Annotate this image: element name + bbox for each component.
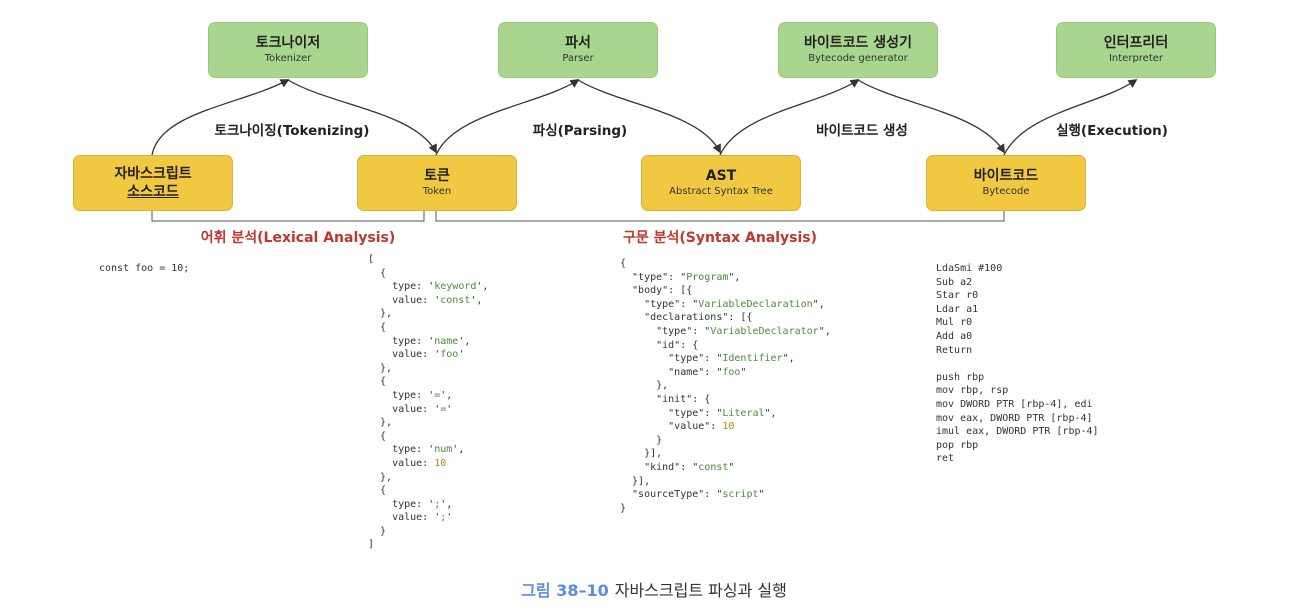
interpreter-box: 인터프리터 Interpreter [1056,22,1216,78]
arrow-bytecode-to-interpreter [1003,78,1138,156]
ast-init-type: Literal [722,407,765,419]
bytecode-line: Ldar a1 [936,303,979,315]
bytecode-line: Return [936,344,973,356]
bytecode-line: Mul r0 [936,317,973,329]
token-label: 토큰 [424,168,450,184]
arrow-tokenizer-to-token [287,79,437,154]
assembly-line: ret [936,453,955,465]
token-type: num [434,444,453,456]
js-source-code-label-2: 소스코드 [127,184,179,200]
figure-number: 그림 38–10 [521,581,609,600]
interpreter-label: 인터프리터 [1103,35,1169,51]
bytecode-label: 바이트코드 [973,168,1039,184]
parser-box: 파서 Parser [498,22,658,78]
lexical-bracket [151,211,425,222]
assembly-line: mov DWORD PTR [rbp-4], edi [936,398,1093,410]
bytecode-generator-box: 바이트코드 생성기 Bytecode generator [778,22,938,78]
bytecode-line: Sub a2 [936,276,973,288]
figure-title: 자바스크립트 파싱과 실행 [614,581,787,600]
arrow-token-to-parser [435,79,580,156]
token-value: foo [440,349,459,361]
ast-init-value: 10 [722,421,735,433]
js-source-code-label-1: 자바스크립트 [114,166,192,182]
arrow-generator-to-bytecode [857,79,1005,154]
parser-label: 파서 [565,35,591,51]
bytecode-generator-label-en: Bytecode generator [808,53,908,64]
token-type: name [434,335,459,347]
token-box: 토큰 Token [357,155,517,211]
ast-declarator-type: VariableDeclarator [710,325,819,337]
token-type: keyword [434,281,477,293]
bytecode-line: Star r0 [936,290,979,302]
tokenizer-label: 토크나이저 [255,35,321,51]
bytecode-line: Add a0 [936,330,973,342]
figure-caption: 그림 38–10 자바스크립트 파싱과 실행 [521,577,787,601]
ast-source-type: script [722,489,759,501]
arrow-source-to-tokenizer [151,79,290,156]
token-type: = [434,389,441,401]
edge-label-execution: 실행(Execution) [1052,119,1172,139]
bytecode-box: 바이트코드 Bytecode [926,155,1086,211]
tokenizer-box: 토크나이저 Tokenizer [208,22,368,78]
syntax-analysis-label: 구문 분석(Syntax Analysis) [618,227,822,247]
assembly-line: imul eax, DWORD PTR [rbp-4] [936,426,1099,438]
edge-label-bytecode-generation: 바이트코드 생성 [812,119,912,139]
bytecode-listing: LdaSmi #100 Sub a2 Star r0 Ldar a1 Mul r… [936,262,1099,466]
js-source-code-box: 자바스크립트 소스코드 [73,155,233,211]
ast-label: AST [705,168,737,184]
ast-label-en: Abstract Syntax Tree [669,186,773,197]
ast-json: { "type": "Program", "body": [{ "type": … [620,258,831,514]
arrow-ast-to-generator [719,79,860,156]
assembly-line: mov eax, DWORD PTR [rbp-4] [936,412,1093,424]
ast-id-name: foo [722,366,741,378]
bytecode-line: LdaSmi #100 [936,263,1003,274]
ast-declaration-type: VariableDeclaration [698,298,813,310]
bytecode-generator-label: 바이트코드 생성기 [804,35,912,51]
token-value: const [440,294,471,306]
edge-label-tokenizing: 토크나이징(Tokenizing) [210,119,374,139]
ast-box: AST Abstract Syntax Tree [641,155,801,211]
ast-id-type: Identifier [722,353,783,365]
edge-label-parsing: 파싱(Parsing) [528,119,632,139]
tokenizer-label-en: Tokenizer [264,53,312,64]
assembly-line: mov rbp, rsp [936,385,1009,397]
interpreter-label-en: Interpreter [1108,53,1164,64]
parser-label-en: Parser [562,53,594,64]
ast-program-type: Program [686,271,729,283]
token-list: [ { type: 'keyword', value: 'const', }, … [368,254,489,551]
syntax-bracket [435,211,1005,222]
assembly-line: push rbp [936,371,985,383]
token-type: ; [434,498,441,510]
token-label-en: Token [422,186,452,197]
arrow-parser-to-ast [577,79,721,154]
bytecode-label-en: Bytecode [982,186,1030,197]
lexical-analysis-label: 어휘 분석(Lexical Analysis) [196,227,400,247]
token-value: = [440,403,447,415]
ast-kind: const [698,461,729,473]
assembly-line: pop rbp [936,439,979,451]
token-value: 10 [434,457,447,469]
source-code-sample: const foo = 10; [99,263,190,274]
token-value: ; [440,512,447,524]
